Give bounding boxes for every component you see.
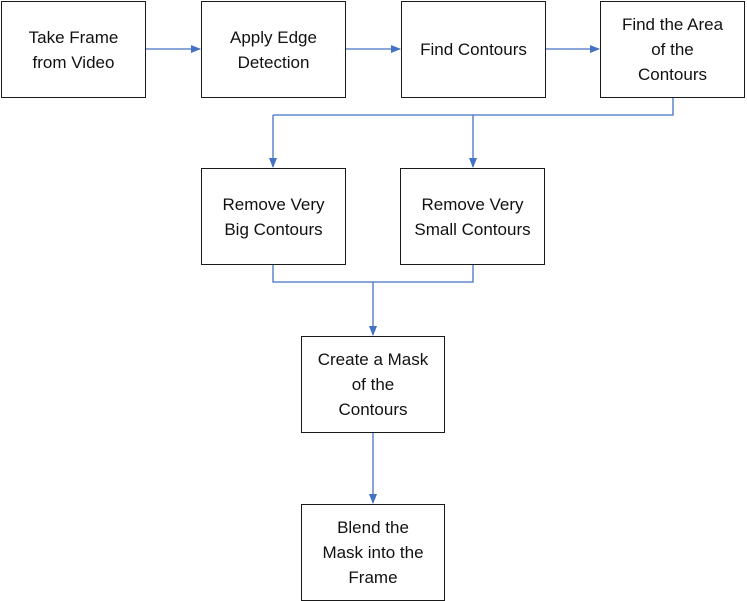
step-remove-big-contours: Remove Very Big Contours bbox=[201, 168, 346, 265]
step-apply-edge-detection: Apply Edge Detection bbox=[201, 1, 346, 98]
step-find-contours: Find Contours bbox=[401, 1, 546, 98]
step-find-area: Find the Area of the Contours bbox=[600, 1, 745, 98]
step-remove-small-contours: Remove Very Small Contours bbox=[400, 168, 545, 265]
connector-find-area-split bbox=[273, 98, 674, 116]
step-take-frame: Take Frame from Video bbox=[1, 1, 146, 98]
step-blend-mask: Blend the Mask into the Frame bbox=[301, 504, 445, 601]
step-create-mask: Create a Mask of the Contours bbox=[301, 336, 445, 433]
connector-remove-merge bbox=[272, 265, 474, 283]
